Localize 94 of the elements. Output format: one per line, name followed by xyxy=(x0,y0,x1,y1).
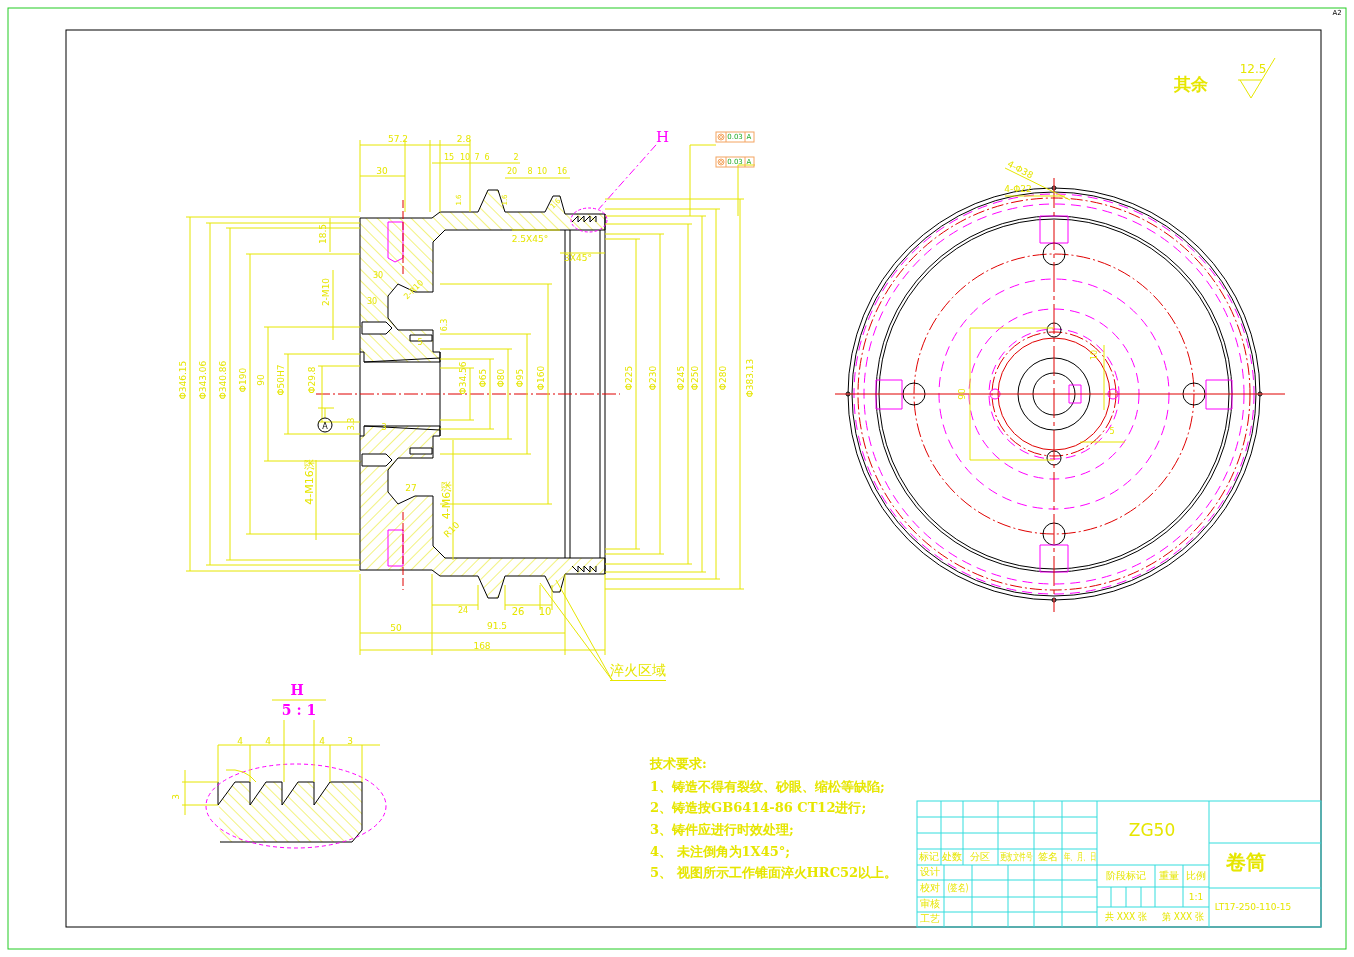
dimension-text: 10 xyxy=(459,154,471,162)
roughness-value: 6.3 xyxy=(441,318,449,332)
dimension-text: 27 xyxy=(405,483,417,493)
title-block-text: 签名 xyxy=(1038,852,1058,862)
title-block-text: 年、月、日 xyxy=(1064,852,1096,862)
dimension-text: 4-Φ22 xyxy=(1004,184,1032,194)
title-block-text: 审核 xyxy=(920,899,940,909)
dimension-text: 3 xyxy=(171,794,181,800)
dimension-text: 8 xyxy=(527,168,533,176)
dimension-text: 2.5X45° xyxy=(511,234,549,244)
dimension-text: 4-M16深 xyxy=(303,459,315,505)
dimension-text: 30 xyxy=(376,166,388,176)
title-block-text: 比例 xyxy=(1186,871,1206,881)
dimension-text: 3 xyxy=(381,424,387,432)
dimension-text: 18.5 xyxy=(318,224,328,244)
title-block-text: 处数 xyxy=(942,852,962,862)
dimension-text: Φ160 xyxy=(536,365,546,391)
dimension-text: 50 xyxy=(390,623,402,633)
dimension-text: 90 xyxy=(957,388,967,400)
dimension-text: Φ245 xyxy=(676,365,686,391)
dimension-text: 26 xyxy=(511,607,525,617)
dimension-text: 3X45° xyxy=(564,253,592,263)
technical-note: 技术要求: xyxy=(650,756,707,770)
title-block-text: 更改文件号 xyxy=(999,852,1033,862)
dimension-text: 20 xyxy=(506,168,518,176)
roughness-note: 其余 xyxy=(1174,75,1208,93)
dimension-text: 4 xyxy=(237,736,243,746)
detail-view-title: H xyxy=(290,683,304,697)
dimension-text: 3.3 xyxy=(348,417,356,431)
dimension-text: 57.2 xyxy=(388,134,408,144)
title-block-text: 共 XXX 张 xyxy=(1104,912,1148,922)
dimension-text: 3 xyxy=(347,736,353,746)
leader-line xyxy=(555,579,613,681)
title-block-text: 阶段标记 xyxy=(1106,871,1146,881)
dimension-text: Φ383.13 xyxy=(745,358,755,398)
dimension-text: Φ225 xyxy=(624,365,634,391)
title-block-text: 重量 xyxy=(1159,871,1179,881)
title-block-text: (签名) xyxy=(947,883,969,893)
technical-note: 1、铸造不得有裂纹、砂眼、缩松等缺陷; xyxy=(650,779,885,793)
dimension-text: Φ230 xyxy=(648,365,658,391)
dimension-text: 2-M10 xyxy=(321,277,331,307)
material-text: ZG50 xyxy=(1128,821,1176,839)
detail-callout-letter: H xyxy=(656,128,670,146)
dimension-text: 5 xyxy=(1109,428,1115,436)
dimension-text: Φ190 xyxy=(238,367,248,393)
dimension-text: 168 xyxy=(473,641,491,651)
technical-note: 2、铸造按GB6414-86 CT12进行; xyxy=(650,800,867,814)
dimension-text: 16 xyxy=(556,168,568,176)
dimension-text: 91.5 xyxy=(487,621,507,631)
dimension-text: Φ50H7 xyxy=(276,364,286,396)
dimension-text: Φ250 xyxy=(690,365,700,391)
part-name: 卷筒 xyxy=(1226,852,1266,872)
dimension-text: 7 xyxy=(474,154,480,162)
dimension-text: 4 xyxy=(265,736,271,746)
title-block-text: 第 XXX 张 xyxy=(1161,912,1205,922)
dimension-text: 10 xyxy=(538,607,552,617)
technical-note: 5、 视图所示工作锥面淬火HRC52以上。 xyxy=(650,865,898,879)
dimension-text: 10 xyxy=(536,168,548,176)
dimension-text: 24 xyxy=(457,607,469,615)
title-block-text: 校对 xyxy=(920,883,940,893)
dimension-text: 4-M6深 xyxy=(440,480,452,520)
title-block-text: 工艺 xyxy=(920,914,940,924)
dimension-text: 10 xyxy=(1091,349,1099,361)
title-block-text: 1:1 xyxy=(1188,892,1204,902)
dimension-text: Φ95 xyxy=(515,368,525,388)
title-block-text: 设计 xyxy=(920,867,940,877)
dimension-text: 4 xyxy=(319,736,325,746)
dimension-text: 2 xyxy=(513,154,519,162)
dimension-text: 2.8 xyxy=(456,134,472,144)
dimension-text: 15 xyxy=(443,154,455,162)
title-block-text: 标记 xyxy=(919,852,939,862)
hardening-zone-note: 淬火区域 xyxy=(610,661,666,681)
dimension-text: Φ29.8 xyxy=(307,366,317,394)
dimension-text: Φ280 xyxy=(718,365,728,391)
technical-note: 4、 未注倒角为1X45°; xyxy=(650,844,791,858)
technical-note: 3、铸件应进行时效处理; xyxy=(650,822,794,836)
dimension-text: Φ340.86 xyxy=(218,360,228,400)
leader-line xyxy=(598,144,657,210)
roughness-value: 12.5 xyxy=(1239,63,1267,75)
dimension-text: Φ346.15 xyxy=(178,360,188,400)
leader-line xyxy=(539,582,613,681)
dimension-text: Φ343.06 xyxy=(198,360,208,400)
dimension-text: Φ34.56 xyxy=(458,361,468,395)
dimension-text: Φ80 xyxy=(496,368,506,388)
dimension-text: 5 xyxy=(417,339,423,347)
scale-label: 5 : 1 xyxy=(281,703,317,717)
dimension-text: 30 xyxy=(372,272,384,280)
dimension-text: 6 xyxy=(484,154,490,162)
datum-letter: A xyxy=(322,423,328,431)
dimension-text: Φ65 xyxy=(478,368,488,388)
dimension-text: 90 xyxy=(256,374,266,386)
dimension-text: 30 xyxy=(366,298,378,306)
drawing-number: LT17-250-110-15 xyxy=(1214,902,1292,912)
title-block-text: 分区 xyxy=(970,852,990,862)
